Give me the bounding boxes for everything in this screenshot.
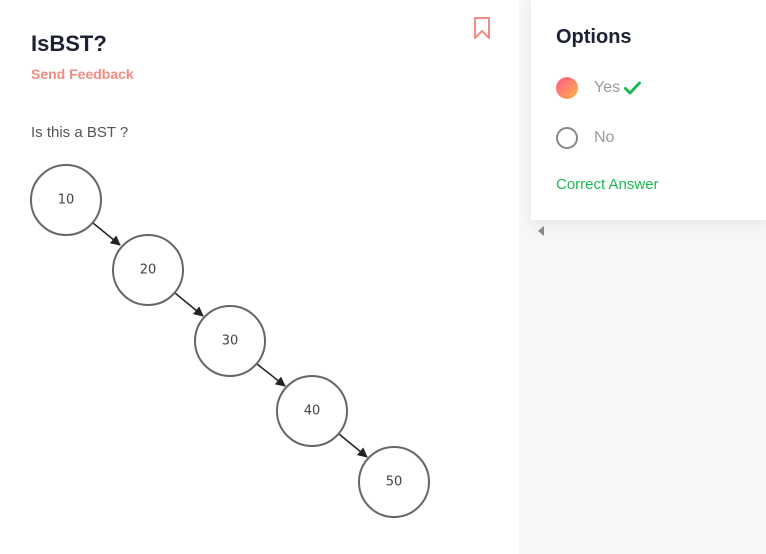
tree-node-label: 40 [304, 404, 321, 419]
tree-node-label: 30 [222, 334, 239, 349]
tree-node: 10 [30, 164, 102, 236]
check-icon [624, 81, 642, 95]
scroll-left-icon[interactable] [538, 226, 544, 236]
tree-node: 50 [358, 446, 430, 518]
tree-node: 40 [276, 375, 348, 447]
option-no[interactable]: No [556, 126, 614, 150]
tree-node: 30 [194, 305, 266, 377]
tree-node: 20 [112, 234, 184, 306]
correct-answer-text: Correct Answer [556, 176, 659, 193]
edge-40-50 [338, 433, 368, 458]
edge-30-40 [256, 363, 286, 387]
options-title: Options [556, 26, 632, 48]
send-feedback-link[interactable]: Send Feedback [31, 66, 134, 82]
radio-selected-icon[interactable] [556, 77, 578, 99]
edge-20-30 [174, 292, 204, 317]
option-yes[interactable]: Yes [556, 76, 642, 100]
options-card: Options Yes No Correct Answer [531, 0, 766, 220]
tree-node-label: 50 [386, 475, 403, 490]
radio-empty-icon[interactable] [556, 127, 578, 149]
question-text: Is this a BST ? [31, 124, 129, 141]
option-label: No [594, 129, 615, 146]
tree-node-label: 20 [140, 263, 157, 278]
bookmark-icon[interactable] [473, 16, 491, 40]
edge-10-20 [92, 222, 121, 246]
question-panel: IsBST? Send Feedback Is this a BST ? 10 … [30, 16, 491, 518]
tree-node-label: 10 [58, 193, 75, 208]
option-label: Yes [594, 79, 621, 96]
question-title: IsBST? [31, 31, 107, 56]
bst-diagram: 10 20 30 40 50 [30, 164, 430, 518]
